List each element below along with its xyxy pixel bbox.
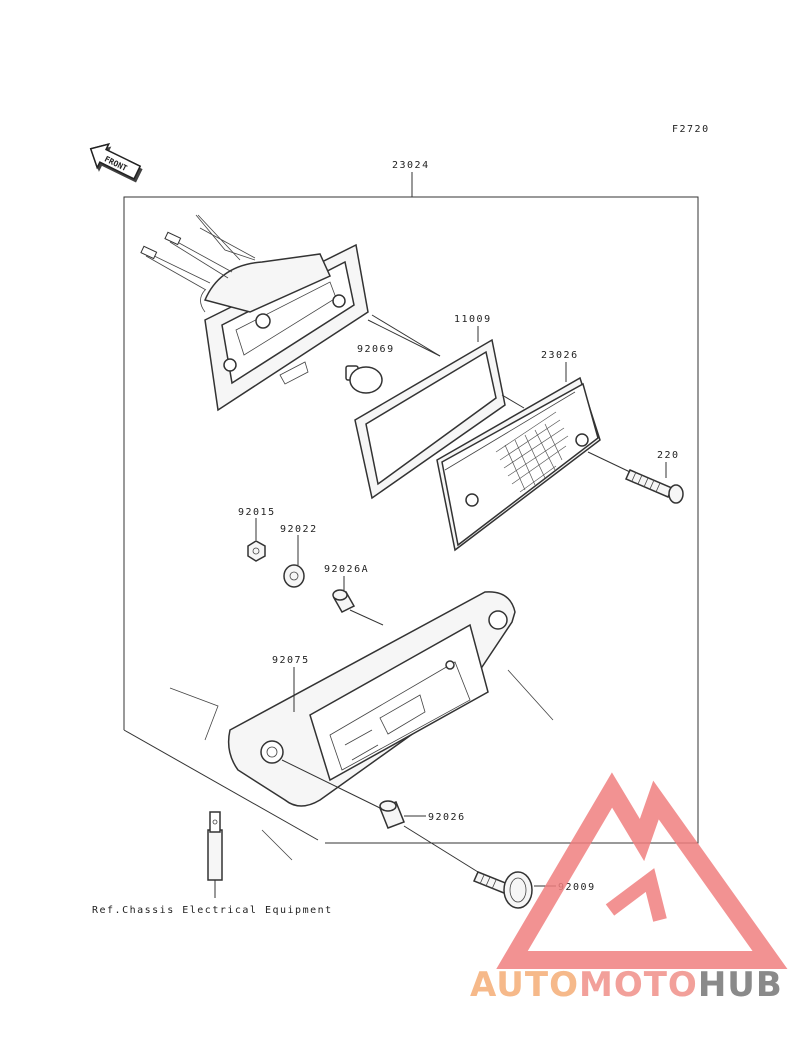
screw [587, 451, 684, 504]
housing [227, 591, 516, 807]
guide-lines [169, 214, 554, 861]
callout-23024: 23024 [392, 160, 430, 171]
nut [247, 518, 266, 562]
washer [283, 535, 305, 588]
lens-grid [495, 411, 569, 493]
connector-terminal [207, 811, 223, 898]
callout-92026A: 92026A [324, 564, 369, 575]
callout-92075: 92075 [272, 655, 310, 666]
watermark-hub: HUB [698, 965, 783, 1005]
reference-note: Ref.Chassis Electrical Equipment [92, 905, 333, 916]
callout-220: 220 [657, 450, 680, 461]
watermark-triangle-icon [496, 772, 788, 969]
lens [436, 362, 601, 552]
collar-a [332, 576, 384, 626]
bulb [345, 314, 441, 394]
watermark-logo: AUTOMOTOHUB [470, 772, 788, 1005]
callout-92009: 92009 [558, 882, 596, 893]
callout-92026: 92026 [428, 812, 466, 823]
gasket [354, 326, 506, 500]
callout-92015: 92015 [238, 507, 276, 518]
lamp-wires [140, 214, 256, 291]
front-arrow-icon: FRONT [89, 143, 143, 183]
callout-23026: 23026 [541, 350, 579, 361]
lamp-base [200, 243, 369, 412]
assembly-frame [123, 172, 699, 844]
watermark-auto: AUTO [470, 965, 579, 1005]
callout-11009: 11009 [454, 314, 492, 325]
callout-92022: 92022 [280, 524, 318, 535]
collar [281, 759, 426, 829]
callout-92069: 92069 [357, 344, 395, 355]
bolt [403, 825, 556, 909]
figure-code: F2720 [672, 124, 710, 135]
watermark-moto: MOTO [579, 965, 698, 1005]
svg-text:AUTOMOTOHUB: AUTOMOTOHUB [470, 965, 783, 1005]
